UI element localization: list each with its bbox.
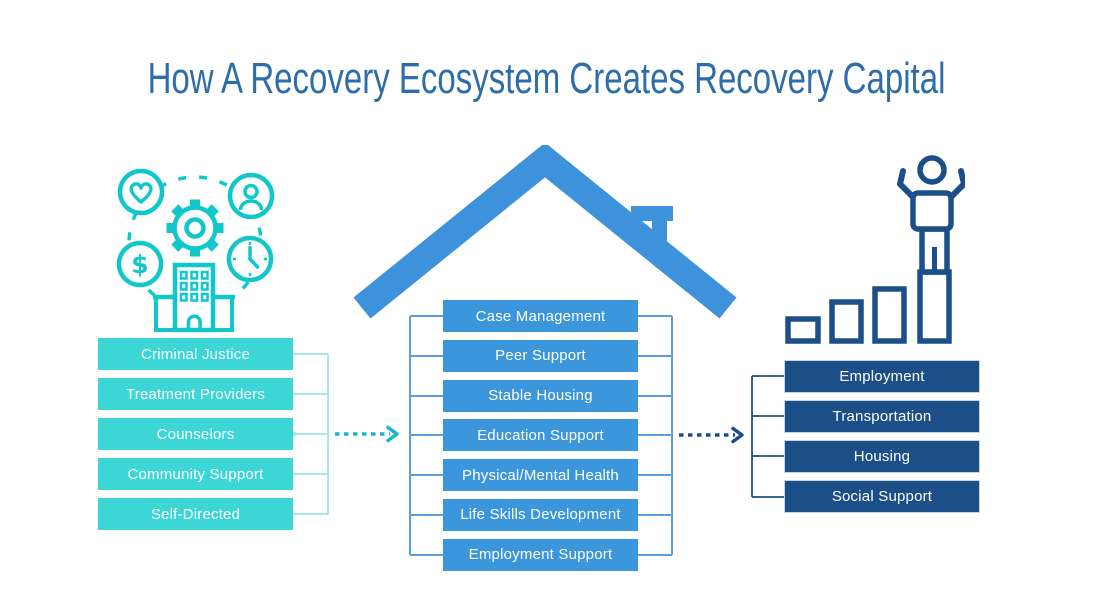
clock-icon	[226, 235, 274, 283]
capital-box: Employment	[784, 360, 980, 393]
gear-icon	[166, 199, 224, 257]
roof-outline	[353, 145, 737, 319]
services-right-bracket	[638, 315, 673, 556]
community-resources-icon: $	[116, 168, 275, 333]
service-box: Case Management	[443, 300, 638, 332]
service-box: Physical/Mental Health	[443, 459, 638, 492]
capital-box: Transportation	[784, 400, 980, 433]
heart-icon	[117, 168, 165, 216]
person-on-growth-bars-icon	[785, 155, 965, 344]
service-box: Education Support	[443, 419, 638, 452]
left-flow-arrow	[335, 425, 399, 443]
service-box: Employment Support	[443, 538, 638, 571]
house-roof-icon	[353, 145, 737, 319]
building-icon	[153, 262, 235, 333]
sources-bracket	[291, 353, 329, 515]
dollar-icon: $	[116, 240, 164, 288]
capital-bracket	[751, 375, 784, 498]
capital-box: Housing	[784, 440, 980, 473]
svg-text:$: $	[131, 250, 148, 279]
growth-bars-icon	[785, 269, 952, 344]
services-left-bracket	[409, 315, 443, 556]
source-box: Treatment Providers	[98, 378, 293, 410]
source-box: Counselors	[98, 418, 293, 450]
chimney-cap	[631, 206, 673, 221]
page-title: How A Recovery Ecosystem Creates Recover…	[147, 54, 946, 103]
right-flow-arrow	[679, 426, 744, 444]
service-box: Stable Housing	[443, 379, 638, 412]
celebrating-person-icon	[897, 155, 965, 275]
capital-box: Social Support	[784, 480, 980, 513]
service-box: Life Skills Development	[443, 498, 638, 531]
person-icon	[227, 172, 275, 220]
source-box: Community Support	[98, 458, 293, 490]
source-box: Self-Directed	[98, 498, 293, 530]
source-box: Criminal Justice	[98, 338, 293, 370]
service-box: Peer Support	[443, 339, 638, 372]
